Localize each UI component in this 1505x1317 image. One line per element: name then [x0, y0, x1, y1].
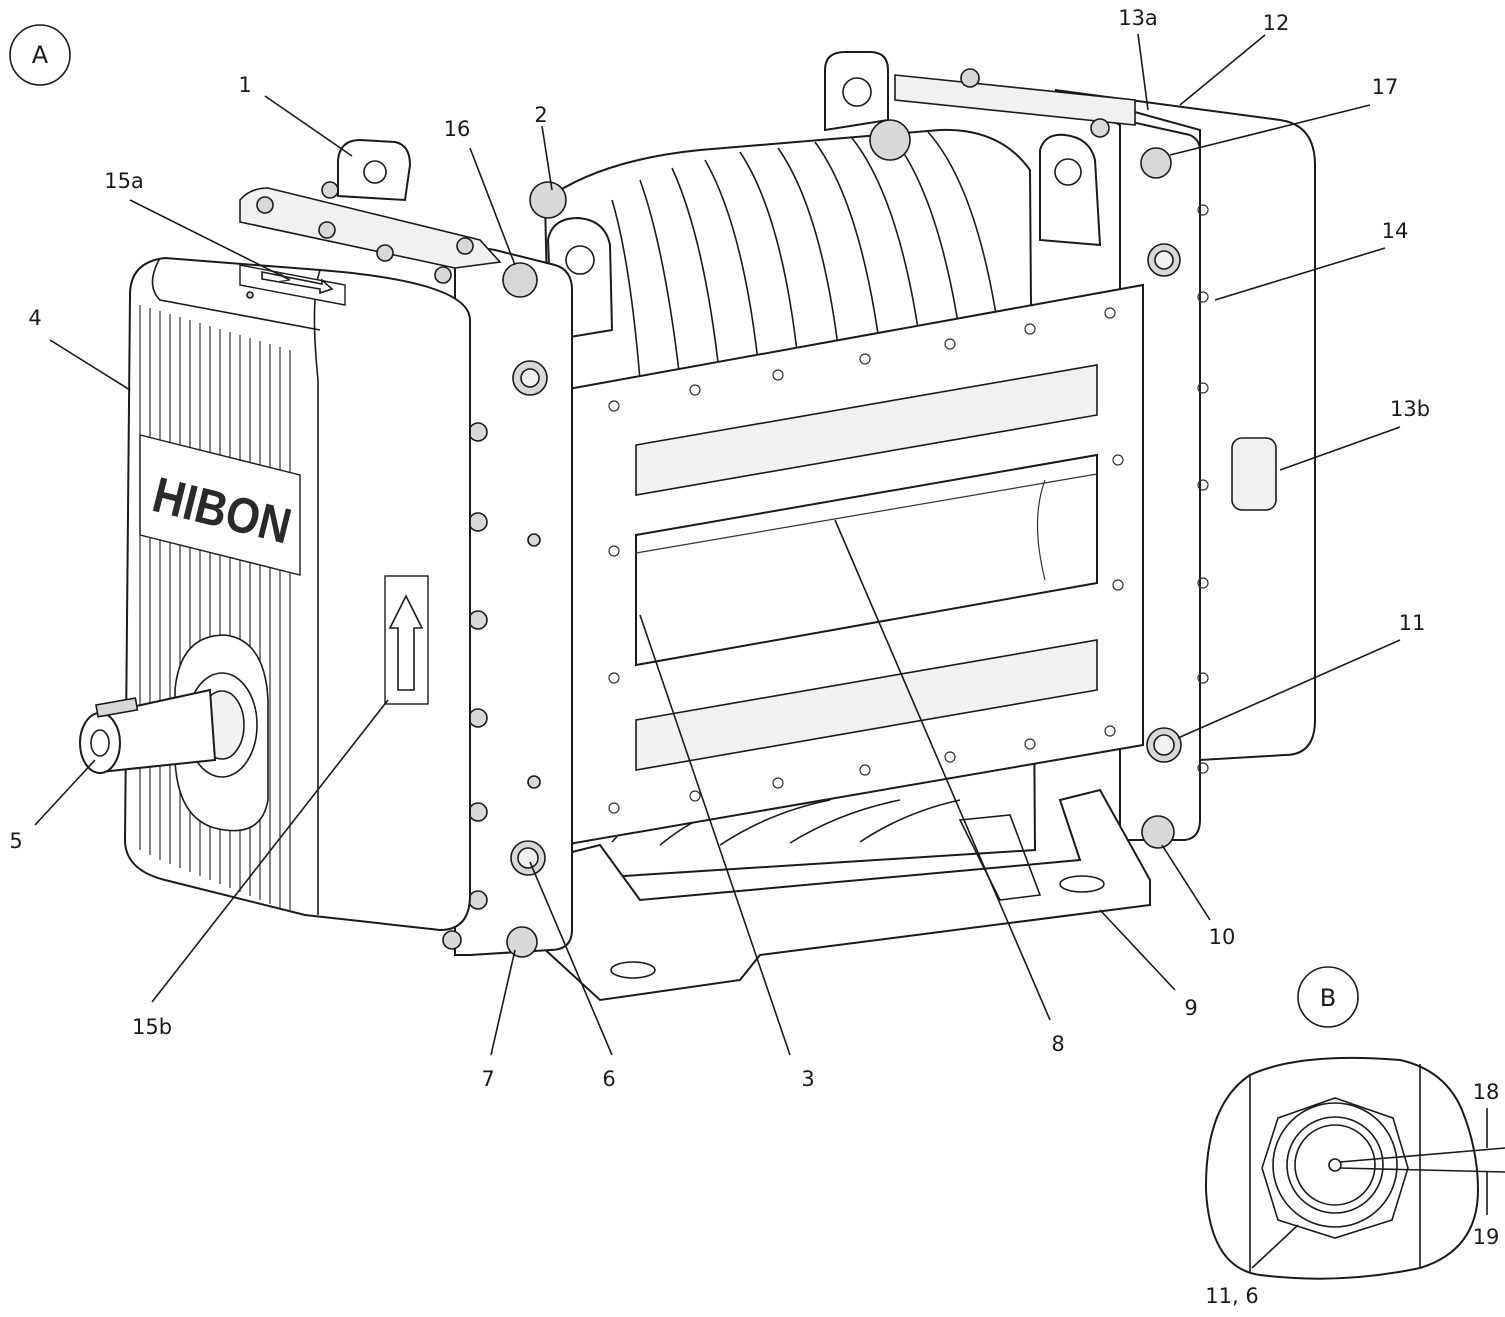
direction-arrow-15b	[384, 575, 429, 705]
callout-14: 14	[1382, 219, 1409, 243]
view-b-circle	[1297, 966, 1359, 1028]
callout-1: 1	[238, 73, 251, 97]
plug-10	[1141, 815, 1175, 849]
right-end-housing	[1054, 89, 1316, 762]
callout-18: 18	[1473, 1080, 1500, 1104]
callout-11: 11	[1399, 611, 1426, 635]
base-foot-9	[539, 788, 1151, 1002]
callout-10: 10	[1209, 925, 1236, 949]
plug-16	[502, 262, 538, 298]
plug-17	[1140, 147, 1172, 179]
callout-15b: 15b	[132, 1015, 172, 1039]
top-rear-plate	[894, 74, 1136, 126]
callout-5: 5	[9, 829, 22, 853]
callout-8: 8	[1051, 1032, 1064, 1056]
hex-nut	[1261, 1097, 1409, 1239]
callout-17: 17	[1372, 75, 1399, 99]
callout-15a: 15a	[104, 169, 144, 193]
leader-lines-view-a	[34, 33, 1401, 1056]
callout-2: 2	[534, 103, 547, 127]
callout-7: 7	[481, 1067, 494, 1091]
callout-12: 12	[1263, 11, 1290, 35]
top-front-plate	[239, 187, 502, 269]
view-a-circle	[9, 24, 71, 86]
direction-arrow-15a	[239, 264, 346, 306]
right-flange-bolts	[1197, 204, 1209, 774]
callout-4: 4	[28, 306, 41, 330]
callout-9: 9	[1184, 996, 1197, 1020]
detail-view-b	[1204, 1056, 1505, 1280]
top-front-bolts	[256, 181, 474, 284]
top-plug-rear	[869, 119, 911, 161]
top-plug-2	[529, 181, 567, 219]
callout-labels: 1 2 16 15a 4 5 15b 7 6 3 8 9 10 11 13b 1…	[9, 6, 1499, 1308]
callout-13a: 13a	[1118, 6, 1158, 30]
callout-3: 3	[801, 1067, 814, 1091]
opening-middle	[635, 453, 1098, 667]
discharge-plate-holes	[608, 307, 1124, 814]
plug-7	[506, 926, 538, 958]
side-plate-13b	[1231, 437, 1277, 511]
brand-plate	[139, 434, 301, 576]
callout-19: 19	[1473, 1225, 1500, 1249]
lifting-lug-right	[1039, 133, 1102, 247]
callout-11-6: 11, 6	[1205, 1284, 1258, 1308]
view-b-label: B	[1320, 984, 1336, 1012]
lifting-lug-rear	[824, 51, 889, 132]
callout-16: 16	[444, 117, 471, 141]
blower-assembly-view-a: HIBON	[79, 51, 1316, 1002]
callout-13b: 13b	[1390, 397, 1430, 421]
view-a-label: A	[32, 41, 49, 69]
opening-bottom	[635, 639, 1098, 771]
opening-top	[635, 364, 1098, 496]
callout-6: 6	[602, 1067, 615, 1091]
lifting-lug-left	[337, 138, 412, 202]
